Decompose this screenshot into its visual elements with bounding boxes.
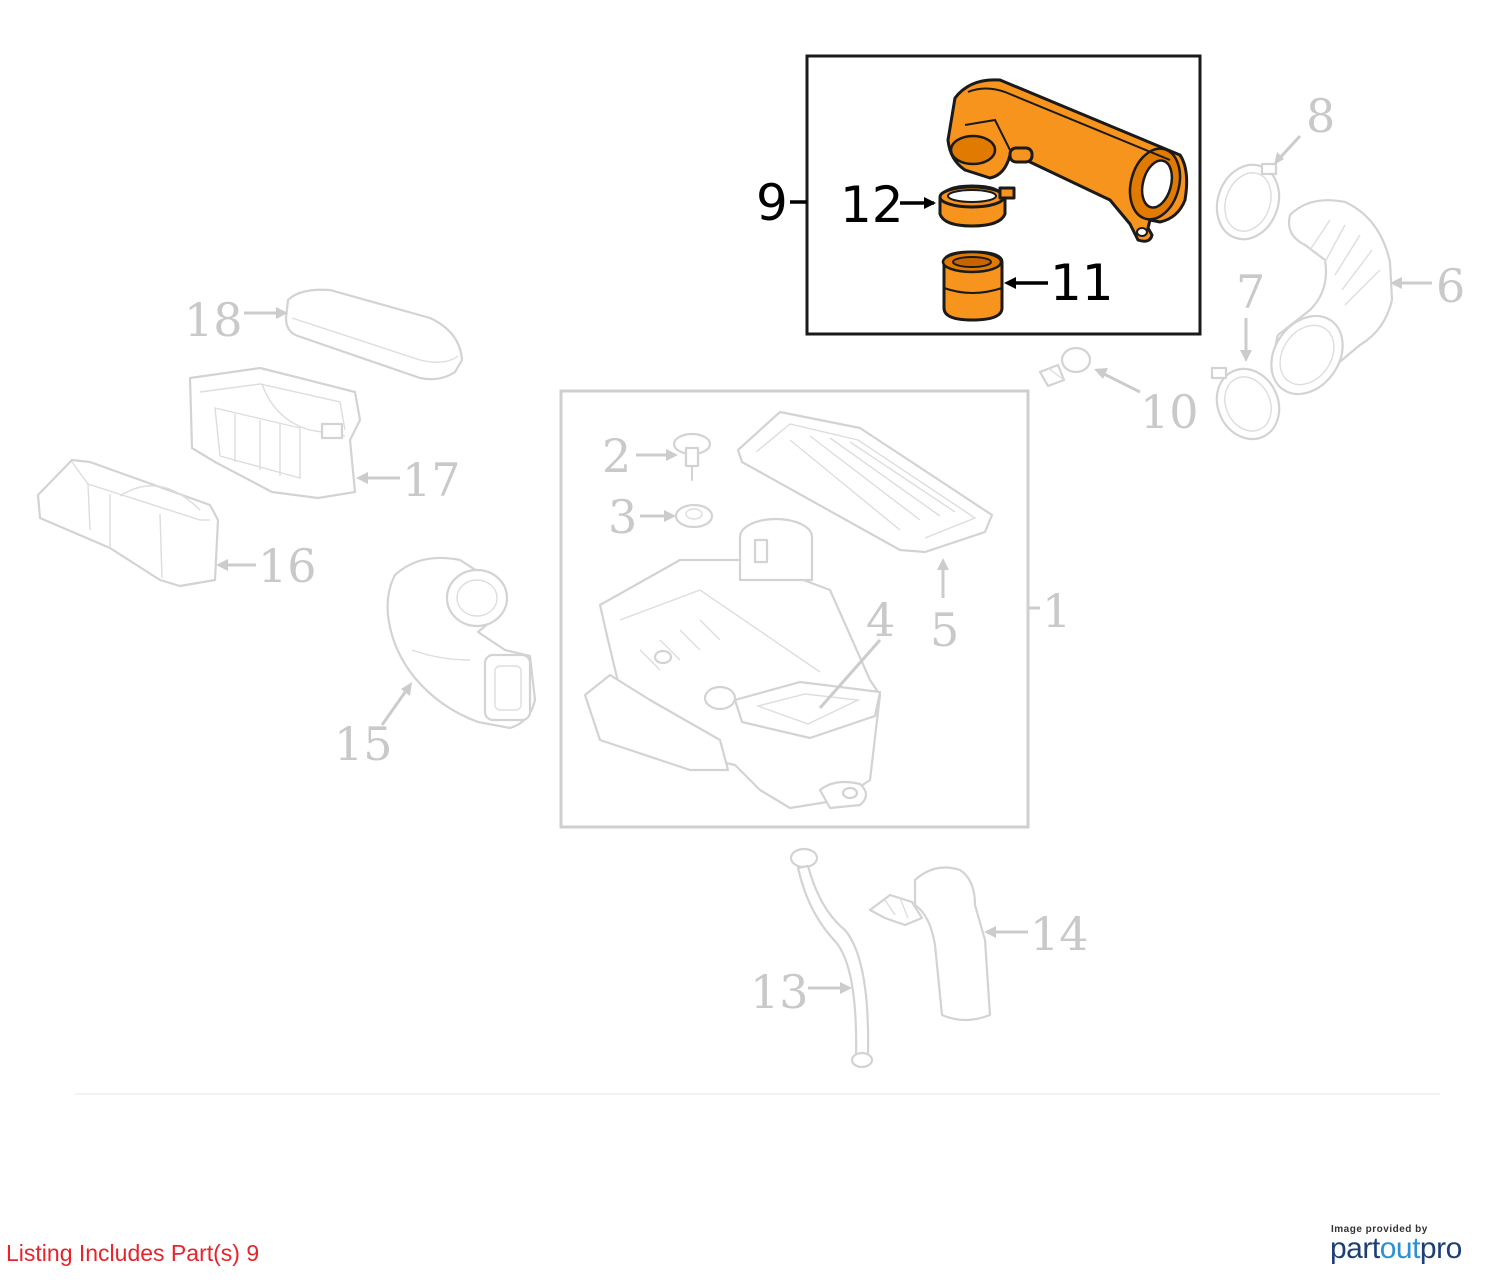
callout-12: 12 — [840, 176, 904, 234]
callout-15: 15 — [334, 717, 393, 771]
callout-4: 4 — [866, 593, 895, 647]
callout-16: 16 — [258, 539, 317, 593]
callout-18: 18 — [184, 293, 243, 347]
listing-note: Listing Includes Part(s) 9 — [6, 1240, 260, 1266]
part-16-snorkel — [36, 458, 220, 588]
part-1-air-cleaner — [583, 517, 882, 810]
part-11-seal — [941, 250, 1004, 322]
part-18-cover — [284, 288, 464, 381]
callout-8: 8 — [1306, 89, 1335, 143]
brand-pro: pro — [1419, 1232, 1462, 1265]
callout-9: 9 — [756, 174, 788, 232]
part-2-bolt — [672, 432, 712, 481]
part-8-clamp — [1215, 162, 1281, 241]
callout-3: 3 — [608, 490, 637, 544]
part-15-elbow-hose — [386, 556, 537, 730]
callout-5: 5 — [930, 603, 959, 657]
callout-arrows — [216, 134, 1432, 994]
callout-10: 10 — [1140, 385, 1199, 439]
part-17-duct-housing — [188, 366, 362, 500]
part-7-clamp — [1210, 366, 1281, 441]
image-credit: Image provided by — [1331, 1224, 1428, 1235]
part-3-grommet — [674, 503, 714, 529]
callout-1: 1 — [1042, 584, 1071, 638]
callout-13: 13 — [750, 965, 809, 1019]
callout-14: 14 — [1030, 907, 1089, 961]
part-14-hose — [868, 866, 992, 1022]
brand-part: part — [1330, 1232, 1380, 1265]
part-9-intake-pipe — [946, 78, 1189, 243]
part-5-filter-lid — [736, 410, 994, 554]
callout-17: 17 — [402, 453, 461, 507]
callout-7: 7 — [1236, 265, 1265, 319]
brand-out: out — [1379, 1232, 1421, 1265]
part-12-clamp — [938, 184, 1016, 228]
callout-11: 11 — [1050, 254, 1114, 312]
part-13-vent-tube — [789, 847, 874, 1069]
callout-2: 2 — [602, 429, 631, 483]
brand-logo: partoutpro — [1330, 1232, 1462, 1266]
callout-6: 6 — [1436, 259, 1465, 313]
part-6-corrugated-hose — [1270, 199, 1394, 396]
part-10-screw — [1038, 346, 1092, 388]
